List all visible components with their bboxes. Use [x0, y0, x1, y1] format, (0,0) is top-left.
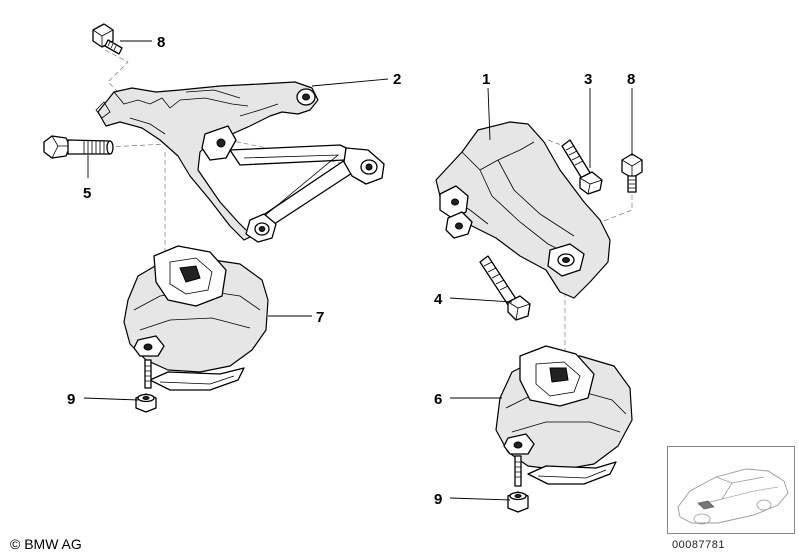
diagram-reference-number: 00087781 — [672, 539, 725, 551]
flange-bolt-top-left[interactable] — [92, 23, 123, 55]
callout-3: 3 — [584, 71, 592, 88]
engine-support-bracket-right[interactable] — [435, 121, 611, 299]
hex-nut-left[interactable] — [135, 393, 157, 413]
long-hex-bolt[interactable] — [479, 255, 531, 321]
copyright-label: © BMW AG — [10, 536, 82, 552]
hex-bolt-diagonal[interactable] — [561, 139, 603, 195]
car-silhouette-icon — [677, 468, 789, 525]
callout-7: 7 — [316, 309, 324, 326]
engine-support-bracket[interactable] — [95, 81, 385, 243]
callout-6: 6 — [434, 391, 442, 408]
vehicle-thumbnail — [667, 446, 795, 534]
callout-2: 2 — [393, 71, 401, 88]
flange-bolt-right[interactable] — [621, 153, 643, 193]
hex-bolt-horizontal[interactable] — [43, 135, 114, 159]
callout-1: 1 — [482, 71, 490, 88]
callout-9-right: 9 — [434, 491, 442, 508]
callout-9-left: 9 — [67, 391, 75, 408]
callout-4: 4 — [434, 291, 443, 308]
callout-labels: 8 2 5 7 9 1 3 8 4 6 9 — [67, 34, 635, 508]
callout-8-top-left: 8 — [157, 34, 165, 51]
engine-mount-right[interactable] — [495, 345, 633, 487]
leader-lines — [83, 40, 633, 501]
hex-nut-right[interactable] — [507, 491, 529, 513]
engine-mount-left[interactable] — [123, 245, 269, 391]
callout-8-right: 8 — [627, 71, 635, 88]
callout-5: 5 — [83, 185, 91, 202]
